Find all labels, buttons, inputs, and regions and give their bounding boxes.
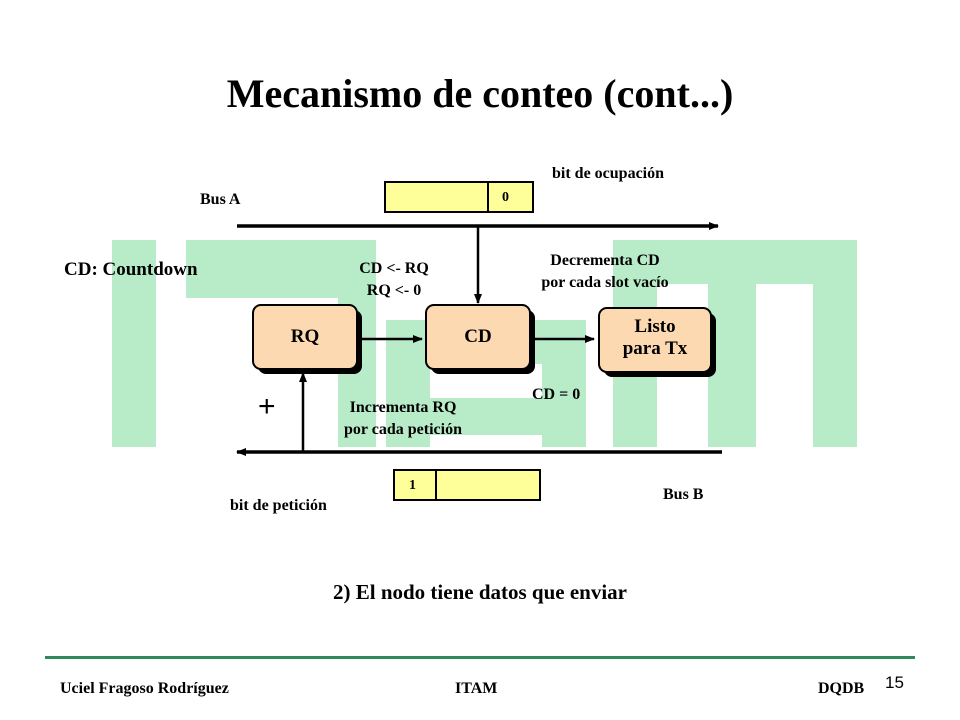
cd-eq-zero-label: CD = 0 xyxy=(532,386,581,403)
footer-center: ITAM xyxy=(455,680,498,697)
footer-author: Uciel Fragoso Rodríguez xyxy=(60,680,229,697)
listo-line2: para Tx xyxy=(622,338,688,359)
cd-node-box xyxy=(425,304,531,370)
rq-node-box xyxy=(252,304,358,370)
busy-slot xyxy=(384,181,534,213)
bit-ocupacion-label: bit de ocupación xyxy=(552,165,665,182)
listo-line1: Listo xyxy=(634,316,676,337)
listo-node-box xyxy=(598,307,712,373)
decrementa-label: Decrementa CD por cada slot vacío xyxy=(505,250,705,294)
request-bit-value: 1 xyxy=(409,478,416,493)
bus-a-label: Bus A xyxy=(200,191,241,208)
bus-b-label: Bus B xyxy=(663,486,704,503)
rq-node-label: RQ xyxy=(290,326,320,347)
decrementa-line1: Decrementa CD xyxy=(550,252,660,269)
slide-subtitle: 2) El nodo tiene datos que enviar xyxy=(332,580,628,604)
incrementa-line2: por cada petición xyxy=(344,421,462,438)
slide-title: Mecanismo de conteo (cont...) xyxy=(226,71,734,116)
listo-node-label: Listo para Tx xyxy=(599,316,711,360)
footer-right: DQDB xyxy=(818,680,865,697)
cd-rq-line1: CD <- RQ xyxy=(359,260,429,277)
cd-rq-line2: RQ <- 0 xyxy=(366,282,422,299)
busy-bit-value: 0 xyxy=(502,190,509,205)
bit-peticion-label: bit de petición xyxy=(230,497,327,514)
decrementa-line2: por cada slot vacío xyxy=(541,274,669,291)
footer-divider xyxy=(45,656,915,659)
incrementa-label: Incrementa RQ por cada petición xyxy=(318,397,488,441)
incrementa-line1: Incrementa RQ xyxy=(349,399,457,416)
request-slot xyxy=(393,469,541,501)
page-number: 15 xyxy=(885,673,904,692)
cd-countdown-label: CD: Countdown xyxy=(64,259,198,280)
cd-rq-assignment: CD <- RQ RQ <- 0 xyxy=(334,258,454,302)
plus-sign: + xyxy=(258,390,276,423)
cd-node-label: CD xyxy=(464,326,492,347)
